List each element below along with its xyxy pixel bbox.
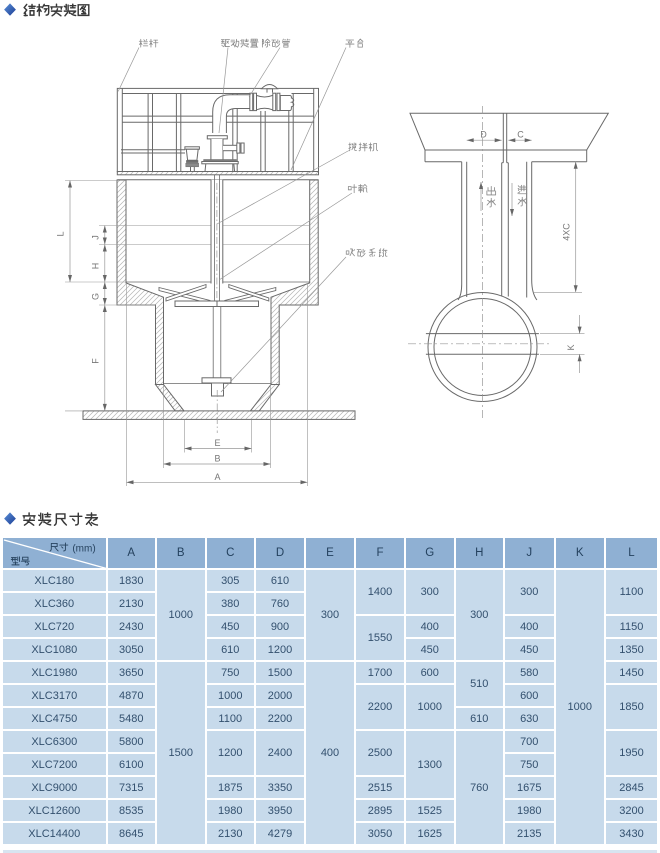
svg-text:H: H bbox=[91, 263, 101, 270]
svg-text:E: E bbox=[214, 438, 220, 448]
svg-text:F: F bbox=[91, 358, 101, 364]
svg-text:C: C bbox=[517, 130, 524, 140]
svg-text:G: G bbox=[91, 293, 101, 300]
svg-text:L: L bbox=[56, 231, 66, 236]
svg-text:K: K bbox=[566, 344, 576, 350]
svg-text:D: D bbox=[480, 130, 487, 140]
svg-text:B: B bbox=[214, 454, 220, 464]
svg-text:J: J bbox=[91, 235, 101, 240]
svg-text:(mm): (mm) bbox=[72, 544, 95, 555]
svg-text:A: A bbox=[214, 472, 220, 482]
svg-text:4XC: 4XC bbox=[562, 223, 572, 241]
